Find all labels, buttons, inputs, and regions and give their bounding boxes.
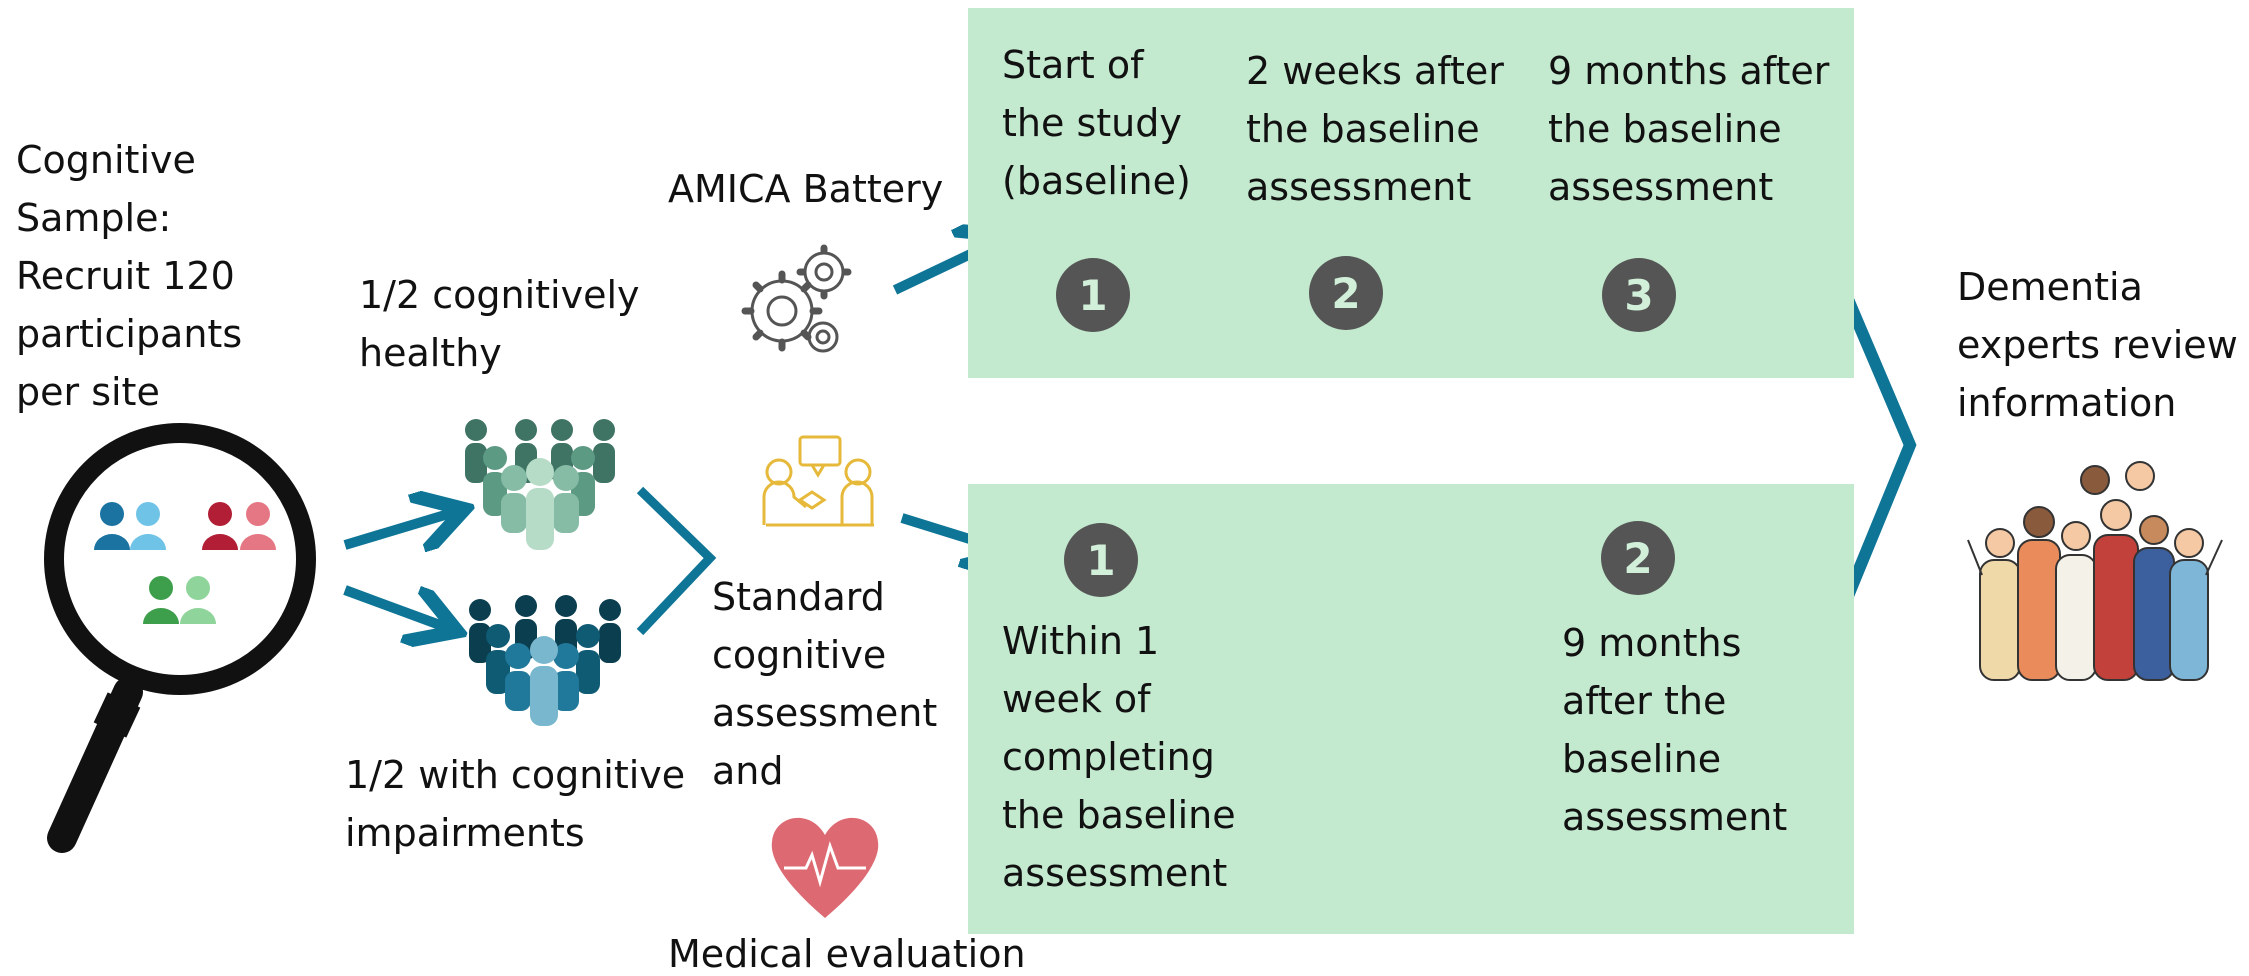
healthy-group-label: 1/2 cognitively healthy: [359, 273, 640, 375]
amica-step-2-badge: 2: [1309, 256, 1383, 330]
amica-step-3-label: 9 months after the baseline assessment: [1548, 49, 1830, 209]
sample-description: Cognitive Sample: Recruit 120 participan…: [16, 138, 243, 414]
amica-step-3-badge: 3: [1602, 258, 1676, 332]
amica-step-2-label: 2 weeks after the baseline assessment: [1246, 49, 1504, 209]
medical-evaluation-label: Medical evaluation: [668, 932, 1026, 976]
amica-battery-label: AMICA Battery: [668, 167, 944, 211]
standard-step-2-badge: 2: [1601, 521, 1675, 595]
outcome-label: Dementia experts review information: [1957, 265, 2238, 425]
arrow-to-impaired: [343, 585, 448, 628]
impaired-group-label: 1/2 with cognitive impairments: [345, 753, 686, 855]
standard-assessment-label: Standard cognitive assessment and: [712, 575, 938, 793]
amica-step-1-badge: 1: [1056, 258, 1130, 332]
merge-chevron: [636, 486, 717, 636]
standard-step-1-badge: 1: [1064, 523, 1138, 597]
arrow-to-healthy: [343, 512, 455, 545]
standard-step-2-label: 9 months after the baseline assessment: [1562, 621, 1788, 839]
standard-step-1-label: Within 1 week of completing the baseline…: [1002, 619, 1236, 895]
amica-step-1-label: Start of the study (baseline): [1002, 43, 1191, 203]
